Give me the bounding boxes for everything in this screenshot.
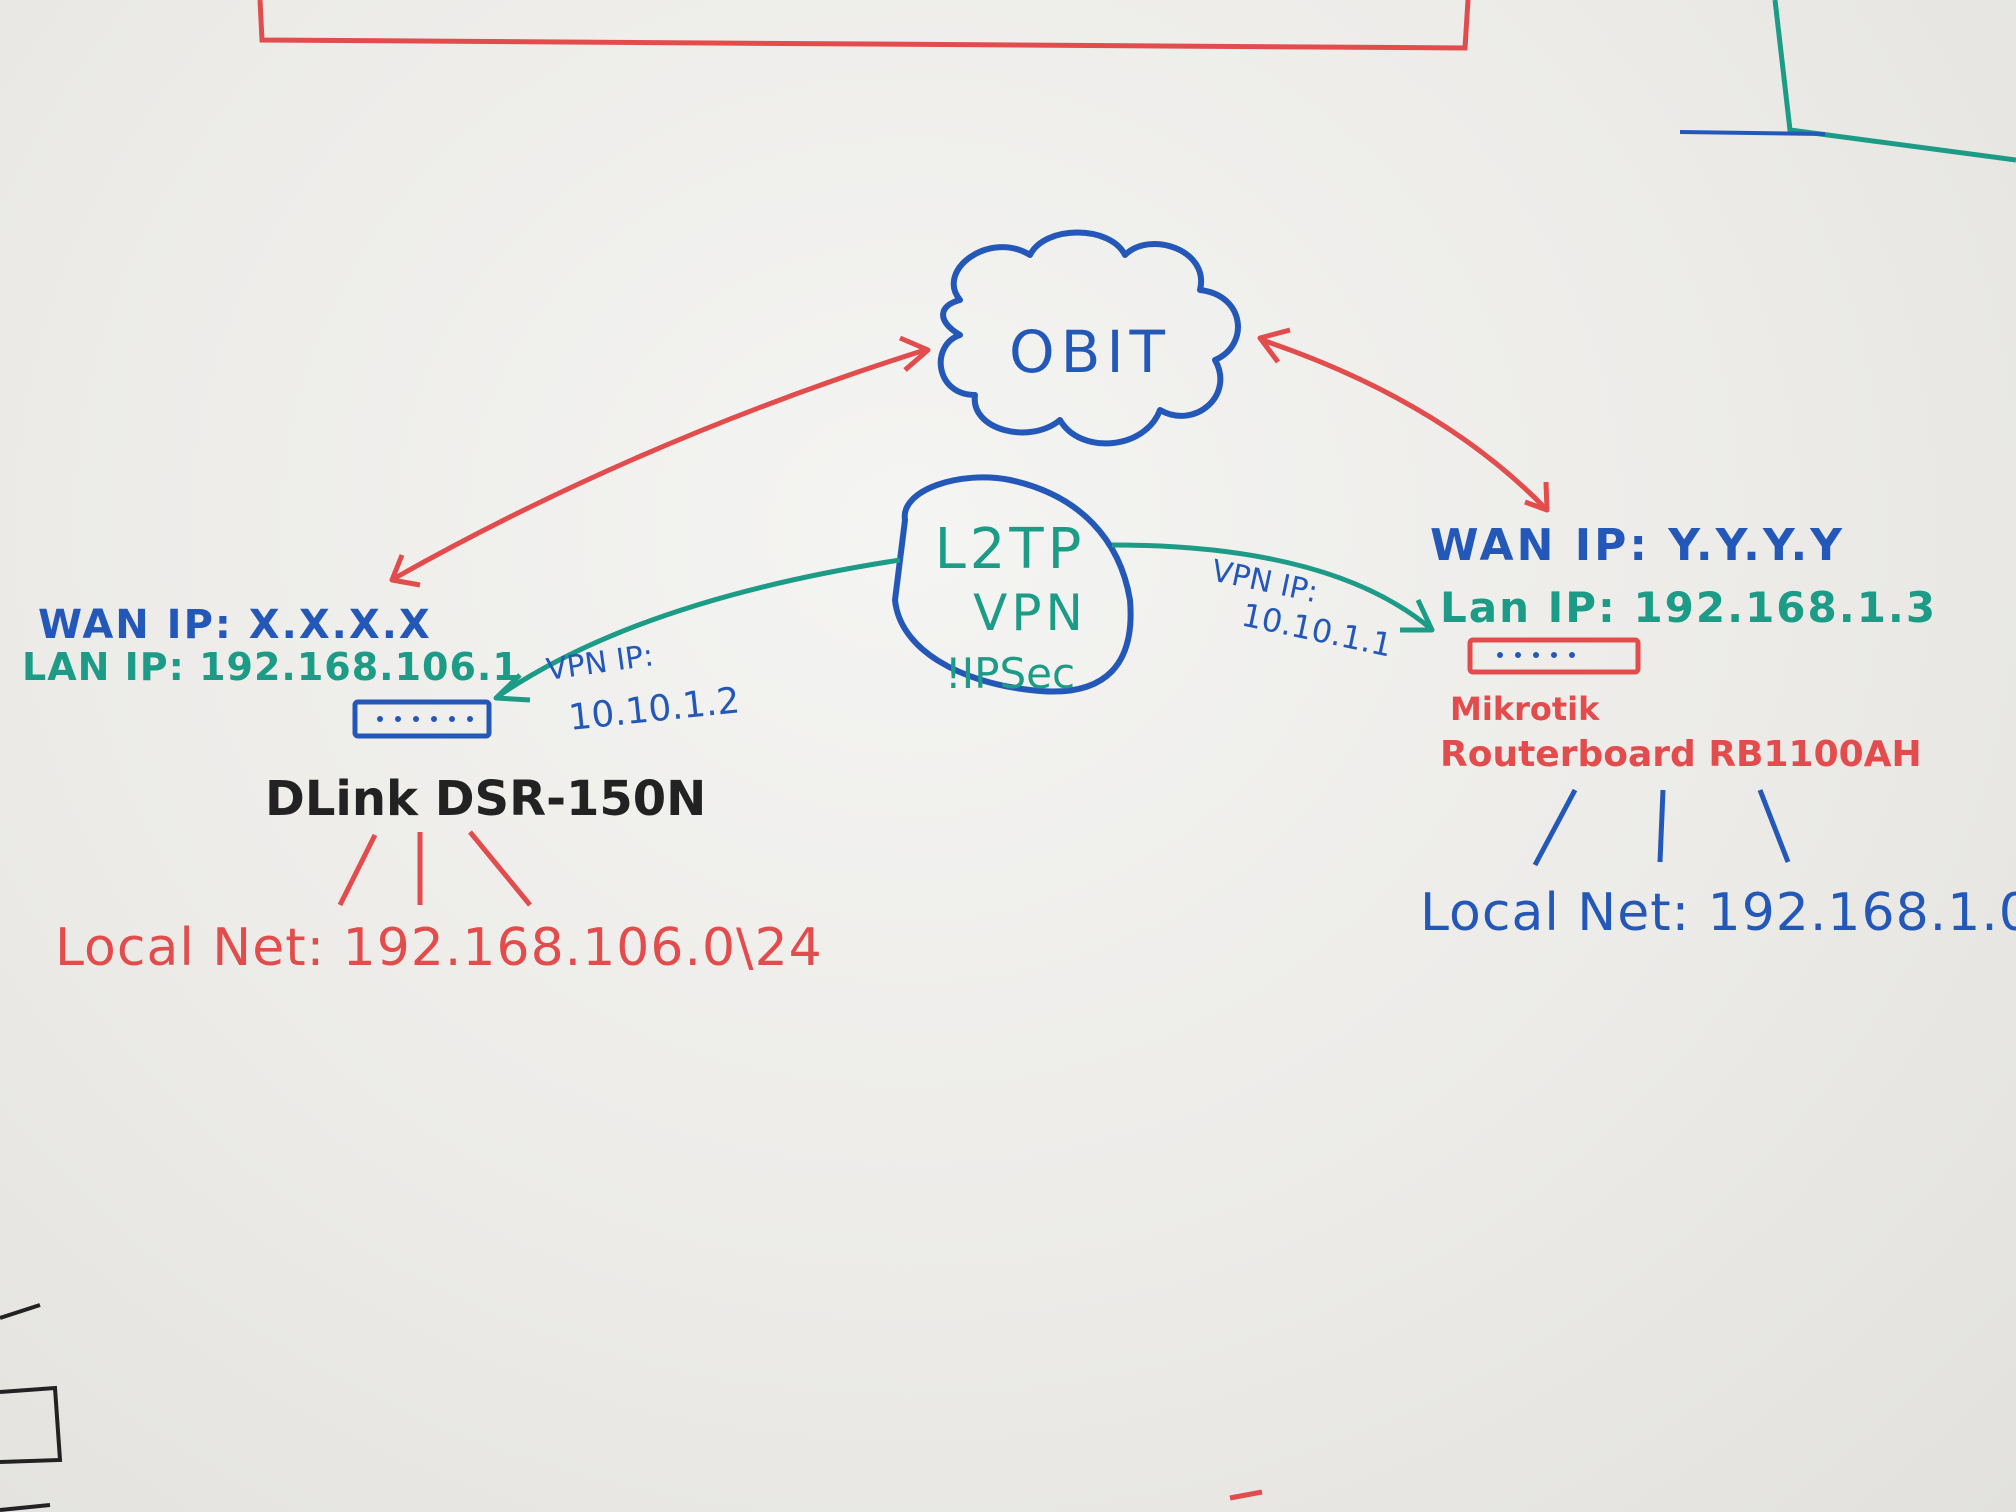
left-lan-ip: LAN IP: 192.168.106.1 (22, 645, 520, 689)
left-vpn-ip-label: VPN IP: (544, 638, 655, 688)
right-lan-ip: Lan IP: 192.168.1.3 (1440, 583, 1937, 632)
vpn-encryption-label: !IPSec (945, 649, 1075, 698)
bottom-red-scribble (1229, 1489, 1263, 1501)
vpn-link-left (493, 557, 901, 703)
vpn-link-right (1111, 542, 1435, 633)
left-wan-ip: WAN IP: X.X.X.X (38, 602, 432, 648)
wan-link-right (1257, 327, 1550, 513)
edge-marks (0, 1303, 63, 1512)
cloud-label: OBIT (1009, 318, 1171, 386)
vpn-tunnel-bubble: L2TP VPN !IPSec (891, 474, 1134, 698)
right-router: WAN IP: Y.Y.Y.Y Lan IP: 192.168.1.3 VPN … (1208, 520, 2016, 943)
cloud-shape: OBIT (937, 229, 1241, 447)
right-router-model: Routerboard RB1100AH (1440, 734, 1922, 775)
left-router-model: DLink DSR-150N (265, 771, 706, 827)
right-local-net: Local Net: 192.168.1.0\24 (1420, 883, 2016, 943)
top-frames (257, 0, 2016, 163)
left-router: WAN IP: X.X.X.X LAN IP: 192.168.106.1 VP… (22, 602, 823, 978)
left-router-device (352, 699, 492, 739)
left-vpn-ip: 10.10.1.2 (567, 680, 742, 739)
vpn-protocol-label: L2TP (935, 517, 1086, 582)
right-lan-lines (1532, 788, 1791, 867)
right-wan-ip: WAN IP: Y.Y.Y.Y (1430, 520, 1845, 571)
right-router-device (1467, 637, 1641, 675)
right-vpn-ip: 10.10.1.1 (1238, 596, 1395, 665)
wan-link-left (389, 335, 931, 588)
vpn-type-label: VPN (973, 584, 1087, 642)
right-router-vendor: Mikrotik (1450, 690, 1600, 728)
right-router-ports (1497, 652, 1575, 658)
left-router-ports (377, 716, 473, 722)
left-local-net: Local Net: 192.168.106.0\24 (55, 918, 823, 978)
left-lan-lines (337, 830, 532, 907)
